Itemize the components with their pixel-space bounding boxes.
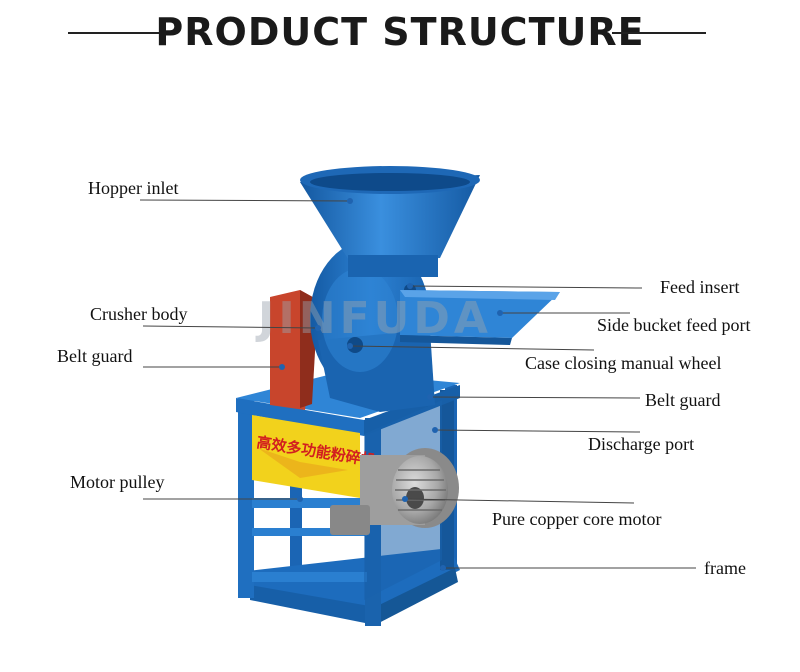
label-side-bucket-feed-port: Side bucket feed port — [597, 315, 751, 335]
machine-plate: 高效多功能粉碎机 — [252, 415, 377, 498]
label-case-closing-wheel: Case closing manual wheel — [525, 353, 722, 373]
leader-dots — [279, 198, 503, 571]
crusher-body — [310, 240, 435, 412]
page-title: PRODUCT STRUCTURE — [155, 10, 645, 54]
side-bucket — [400, 290, 560, 345]
title-rule-right — [612, 32, 706, 34]
leader-lines — [139, 199, 696, 569]
label-hopper-inlet: Hopper inlet — [88, 178, 179, 198]
page-title-wrap: PRODUCT STRUCTURE — [0, 10, 800, 54]
label-crusher-body: Crusher body — [90, 304, 188, 324]
label-motor: Pure copper core motor — [492, 509, 662, 529]
label-belt-guard-left: Belt guard — [57, 346, 133, 366]
title-rule-left — [68, 32, 162, 34]
label-frame: frame — [704, 558, 746, 578]
label-feed-insert: Feed insert — [660, 277, 740, 297]
hopper — [300, 166, 480, 277]
label-belt-guard-right: Belt guard — [645, 390, 721, 410]
label-discharge-port: Discharge port — [588, 434, 695, 454]
label-motor-pulley: Motor pulley — [70, 472, 165, 492]
motor — [330, 448, 459, 535]
watermark: JINFUDA — [255, 293, 492, 344]
